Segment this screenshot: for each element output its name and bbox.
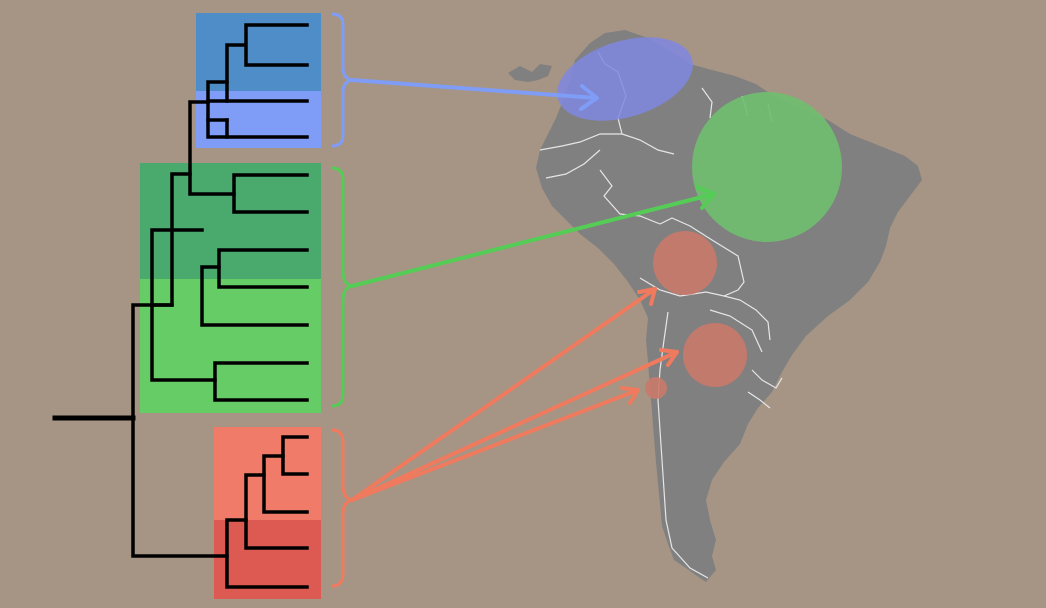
tree-clade-red-tips (281, 435, 309, 476)
clade-box-green-top (140, 163, 321, 279)
border-peru-brazil (599, 169, 661, 225)
arrow-blue (350, 78, 598, 100)
tree-clade-green-c (213, 361, 309, 402)
arrow-green (350, 192, 716, 288)
tree-node-red (225, 518, 309, 589)
border-bolivia-brazil (659, 217, 745, 291)
region-green-amazon (692, 92, 842, 242)
arrow-red-2-head (659, 348, 679, 367)
border-colombia-ecuador (539, 133, 622, 151)
arrow-red-3-head (620, 386, 640, 405)
tree-node-green-b (200, 265, 309, 327)
arrow-green-head (695, 185, 716, 210)
region-red-chaco (683, 323, 747, 387)
region-red-central-andes (653, 231, 717, 295)
tree-node-main (150, 172, 192, 307)
border-venezuela-guyana (701, 87, 713, 119)
border-colombia-brazil (621, 133, 675, 155)
tree-clade-green-a (232, 173, 309, 214)
border-uruguay-brazil (751, 369, 783, 389)
border-ecuador-peru (545, 149, 601, 179)
tree-clade-green-b (217, 248, 309, 289)
arrow-red-1 (350, 287, 657, 502)
tree-node-red-b (244, 473, 309, 550)
arrow-blue-head (579, 84, 599, 111)
tree-clade-blue-lower (206, 99, 309, 139)
arrow-red-3 (350, 388, 640, 502)
region-red-small (645, 377, 667, 399)
tree-node-green (150, 228, 217, 382)
arrow-red-2 (350, 350, 679, 502)
clade-box-green-bottom (140, 279, 321, 413)
arrows (350, 78, 716, 502)
tree-clade-blue-upper (225, 23, 309, 139)
border-uruguay-argentina (747, 391, 771, 409)
tree-node-blue-green (188, 100, 236, 196)
tree-node-red-c (262, 454, 309, 514)
arrow-red-1-head (637, 287, 657, 306)
phylogenetic-tree (52, 23, 309, 589)
border-paraguay-argentina (709, 309, 763, 353)
border-paraguay-brazil (723, 295, 771, 341)
